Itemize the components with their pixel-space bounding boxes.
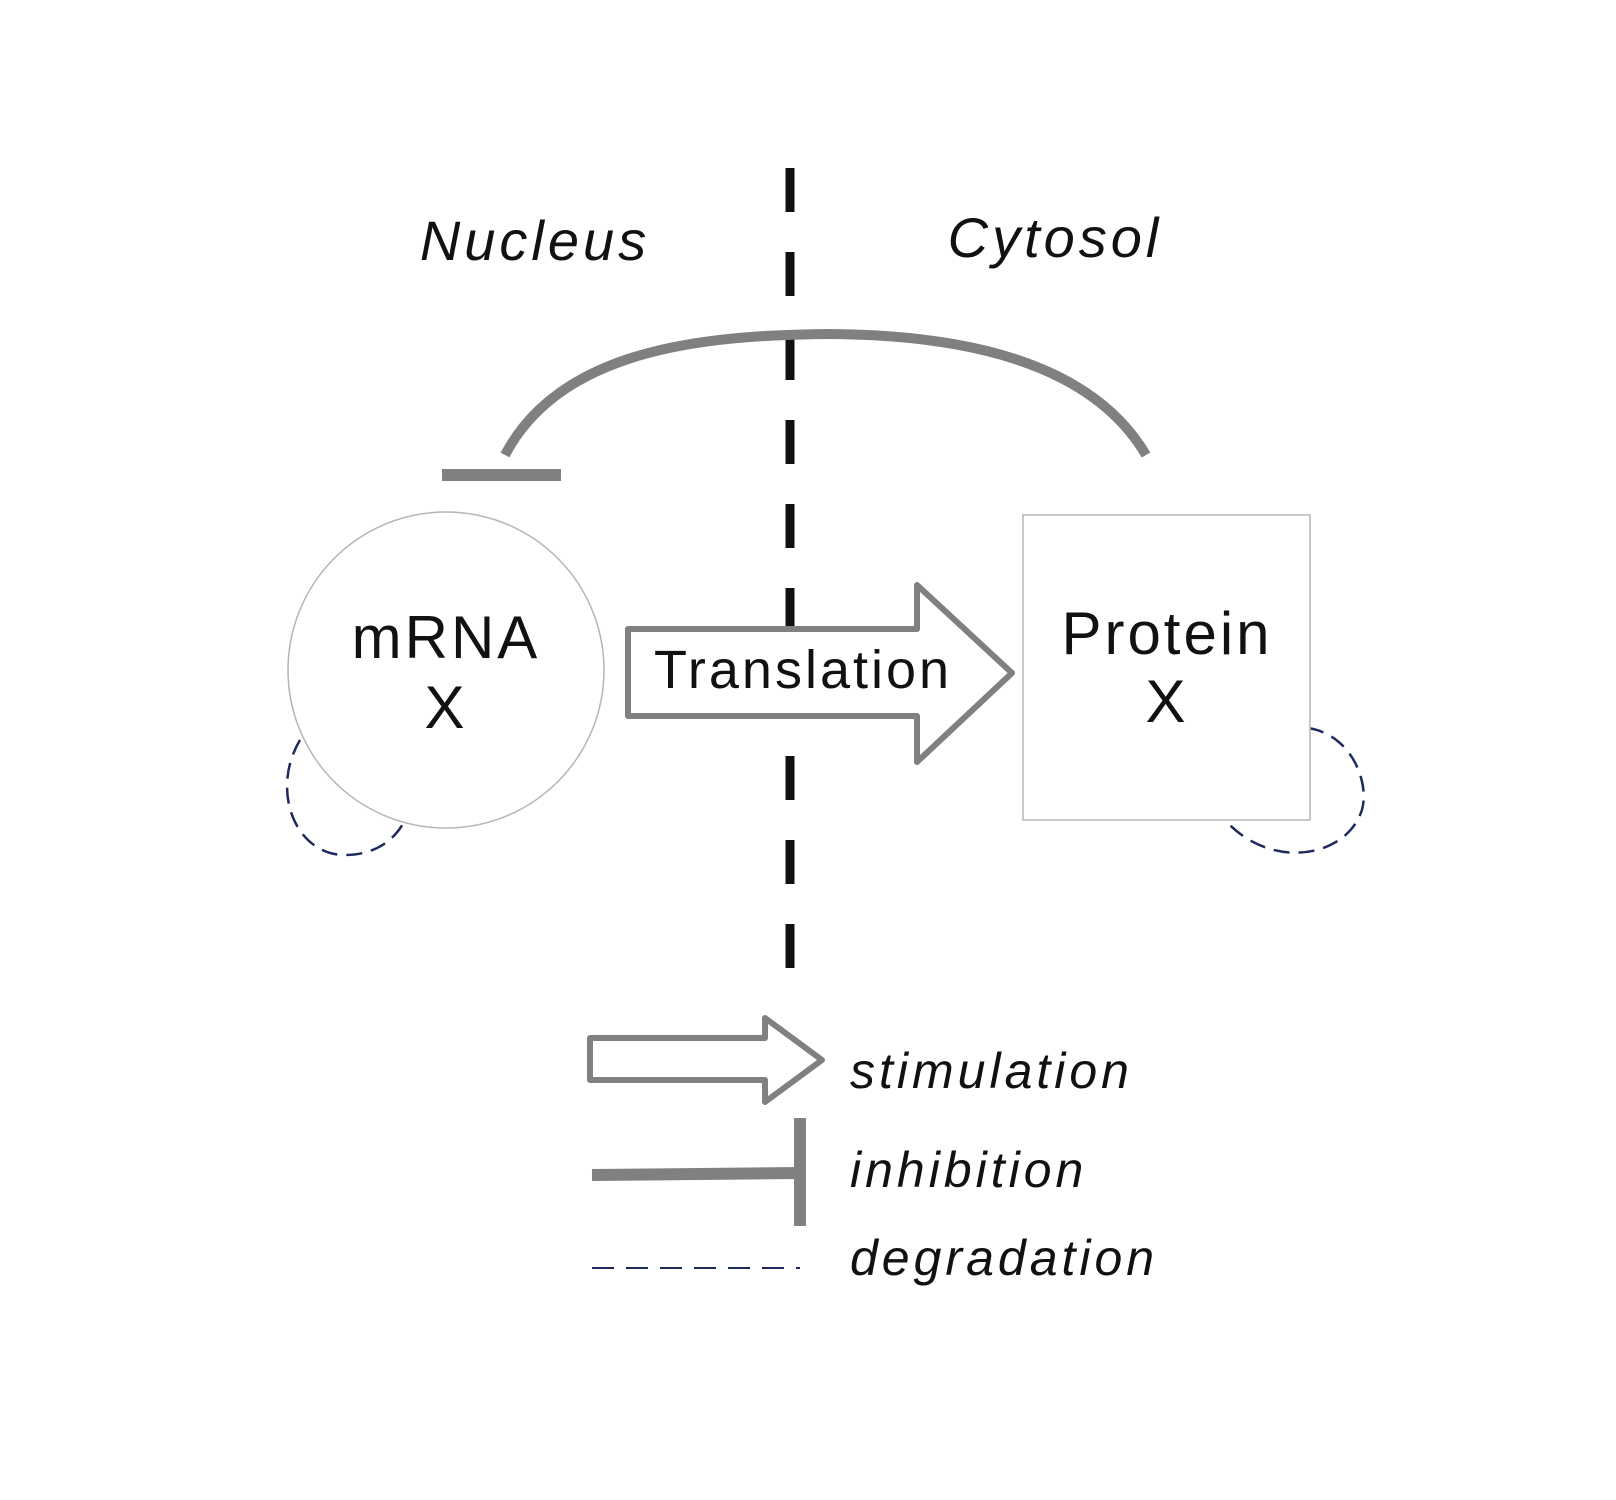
- protein-degradation-loop: [1224, 726, 1365, 854]
- inhibition-arc: [500, 328, 1151, 458]
- protein-x-label: X: [1145, 668, 1188, 735]
- legend-inhibition-label: inhibition: [850, 1142, 1087, 1198]
- legend-stimulation-arrow: [587, 1015, 825, 1105]
- protein-node: [1022, 514, 1311, 821]
- legend-stimulation-label: stimulation: [850, 1043, 1133, 1099]
- mrna-x-label: X: [424, 674, 467, 741]
- mrna-degradation-loop: [285, 739, 407, 857]
- legend-inhibition-line: [591, 1167, 801, 1181]
- translation-label: Translation: [654, 640, 952, 700]
- mrna-node: [287, 511, 605, 829]
- mrna-label: mRNA: [352, 604, 541, 671]
- protein-label: Protein: [1061, 600, 1272, 667]
- nucleus-label: Nucleus: [420, 209, 650, 272]
- legend-degradation-label: degradation: [850, 1230, 1158, 1286]
- cytosol-label: Cytosol: [948, 206, 1163, 269]
- translation-arrow: [625, 582, 1015, 765]
